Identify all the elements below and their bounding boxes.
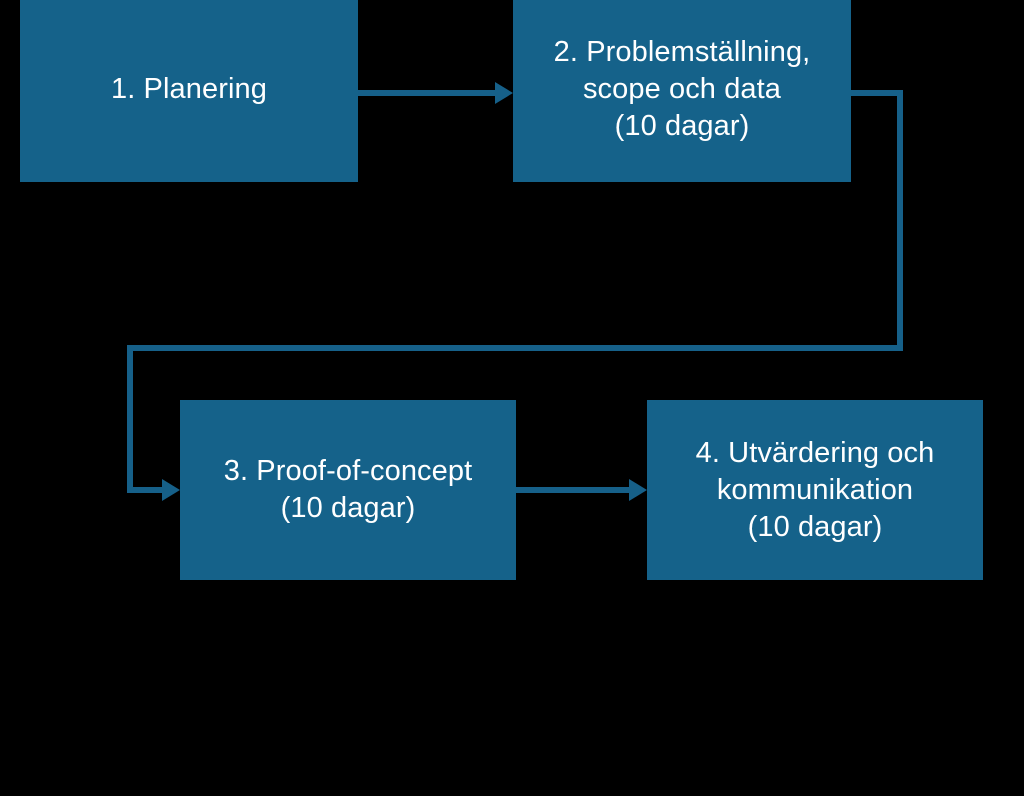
connector-2-to-3-arrowhead-icon xyxy=(162,479,180,501)
connector-2-to-3-segment-left xyxy=(127,345,903,351)
flow-node-planering-label: 1. Planering xyxy=(111,72,267,105)
connector-2-to-3-segment-down xyxy=(897,90,903,351)
connector-3-to-4-line xyxy=(516,487,632,493)
flow-node-problemstallning[interactable]: 2. Problemställning, scope och data (10 … xyxy=(513,0,851,182)
connector-3-to-4-arrowhead-icon xyxy=(629,479,647,501)
flow-node-utvardering-label: 4. Utvärdering och kommunikation (10 dag… xyxy=(695,436,935,543)
connector-1-to-2-line xyxy=(358,90,498,96)
connector-2-to-3-segment-down-2 xyxy=(127,345,133,487)
connector-2-to-3-segment-right-2 xyxy=(127,487,171,493)
flow-node-utvardering[interactable]: 4. Utvärdering och kommunikation (10 dag… xyxy=(647,400,983,580)
connector-1-to-2-arrowhead-icon xyxy=(495,82,513,104)
flow-node-problemstallning-label: 2. Problemställning, scope och data (10 … xyxy=(553,35,811,142)
flow-node-proof-of-concept-label: 3. Proof-of-concept (10 dagar) xyxy=(223,455,473,524)
connector-2-to-3-segment-right xyxy=(851,90,903,96)
flow-node-planering[interactable]: 1. Planering xyxy=(20,0,358,182)
flow-node-proof-of-concept[interactable]: 3. Proof-of-concept (10 dagar) xyxy=(180,400,516,580)
